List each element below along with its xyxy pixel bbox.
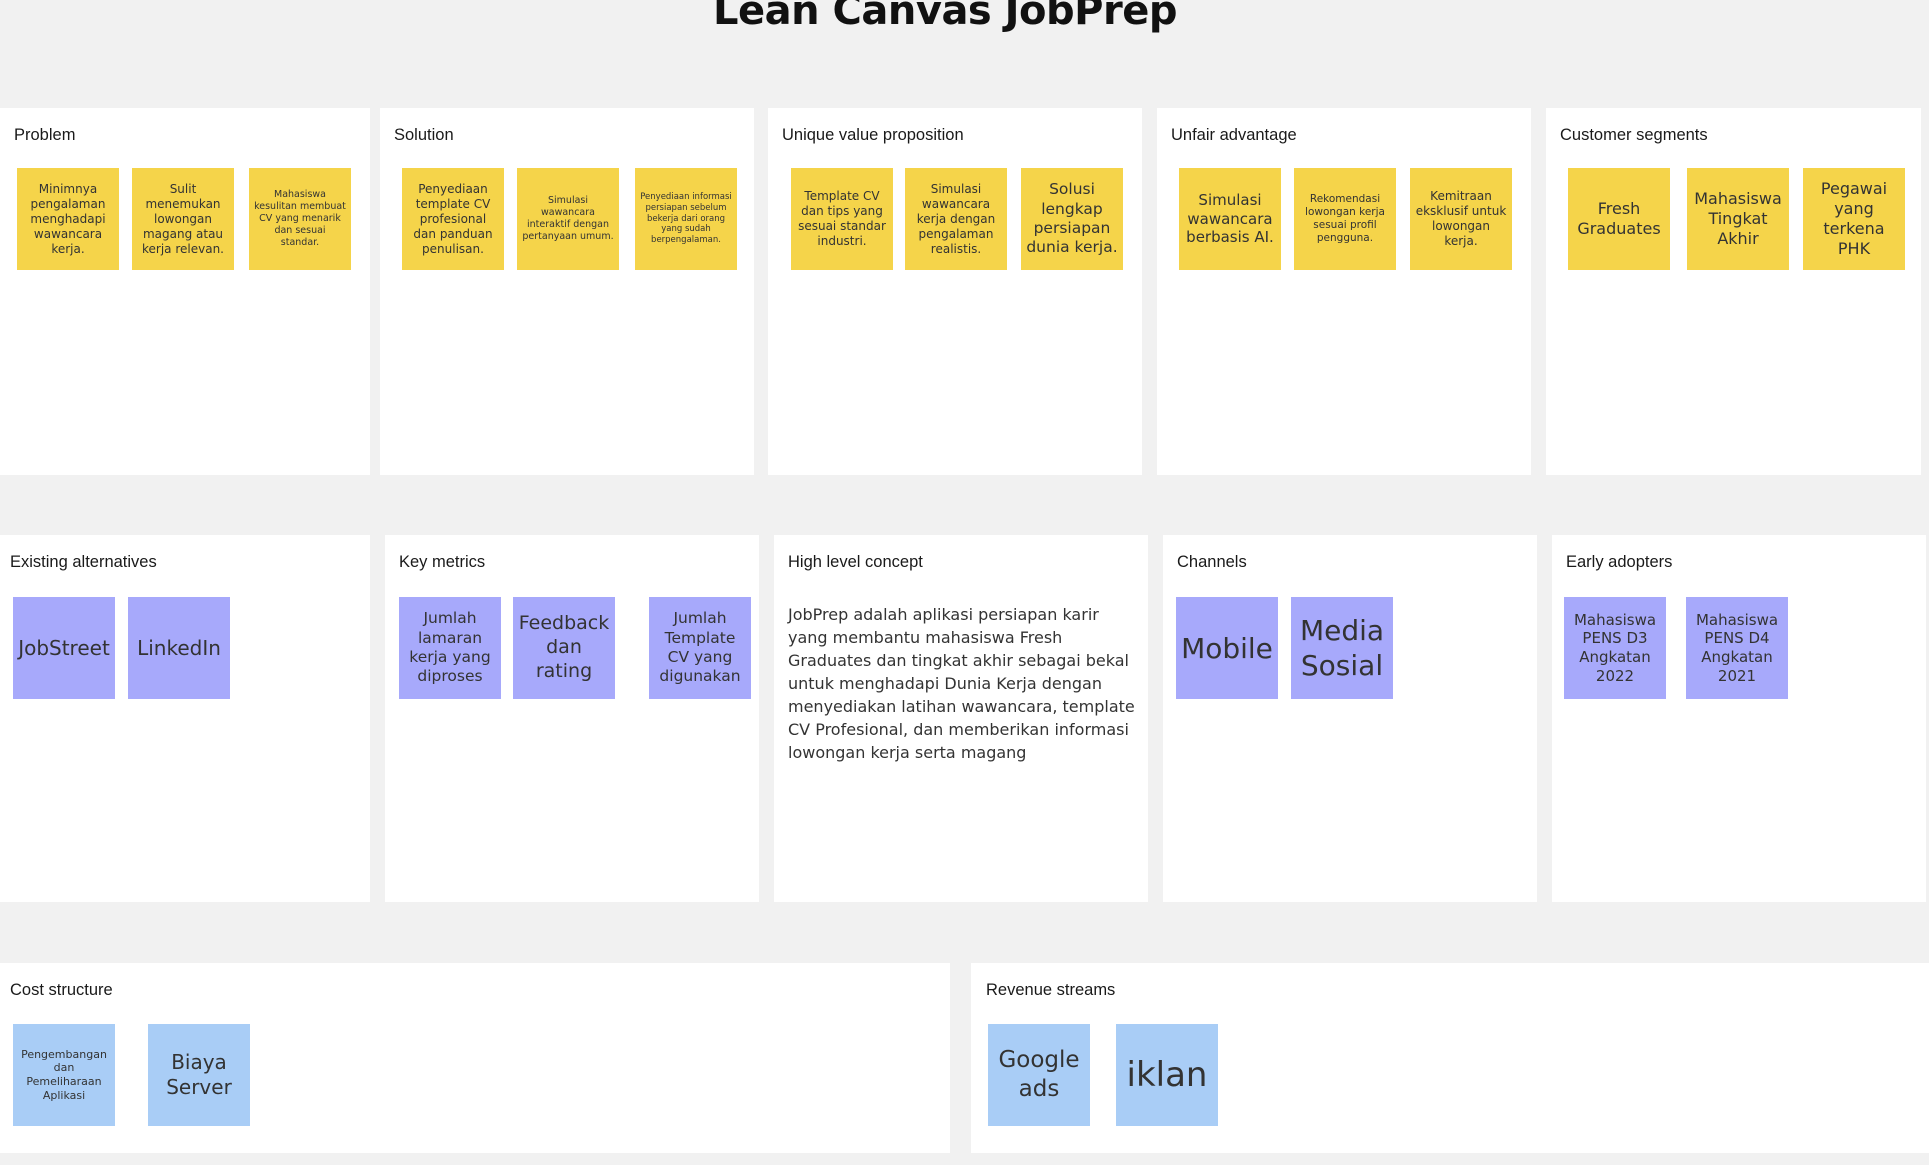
panel-early-adopters[interactable]: Early adopters Mahasiswa PENS D3 Angkata…: [1552, 535, 1926, 902]
panel-unique-value-proposition[interactable]: Unique value proposition Template CV dan…: [768, 108, 1142, 475]
sticky-note[interactable]: Google ads: [988, 1024, 1090, 1126]
sticky-note[interactable]: Pegawai yang terkena PHK: [1803, 168, 1905, 270]
panel-label: Key metrics: [399, 553, 486, 571]
sticky-note[interactable]: Feedback dan rating: [513, 597, 615, 699]
sticky-note[interactable]: Mahasiswa Tingkat Akhir: [1687, 168, 1789, 270]
sticky-note[interactable]: Jumlah Template CV yang digunakan: [649, 597, 751, 699]
panel-label: Problem: [14, 126, 76, 144]
sticky-note[interactable]: Minimnya pengalaman menghadapi wawancara…: [17, 168, 119, 270]
panel-customer-segments[interactable]: Customer segments Fresh Graduates Mahasi…: [1546, 108, 1921, 475]
sticky-note[interactable]: Mahasiswa PENS D4 Angkatan 2021: [1686, 597, 1788, 699]
sticky-note[interactable]: Jumlah lamaran kerja yang diproses: [399, 597, 501, 699]
panel-revenue-streams[interactable]: Revenue streams Google ads iklan: [971, 963, 1929, 1153]
panel-label: Early adopters: [1566, 553, 1673, 571]
sticky-note[interactable]: Penyediaan template CV profesional dan p…: [402, 168, 504, 270]
sticky-note[interactable]: Biaya Server: [148, 1024, 250, 1126]
panel-label: Revenue streams: [986, 981, 1116, 999]
sticky-note[interactable]: LinkedIn: [128, 597, 230, 699]
sticky-note[interactable]: Solusi lengkap persiapan dunia kerja.: [1021, 168, 1123, 270]
panel-cost-structure[interactable]: Cost structure Pengembangan dan Pemeliha…: [0, 963, 950, 1153]
sticky-note[interactable]: iklan: [1116, 1024, 1218, 1126]
panel-label: Solution: [394, 126, 454, 144]
panel-key-metrics[interactable]: Key metrics Jumlah lamaran kerja yang di…: [385, 535, 759, 902]
concept-text: JobPrep adalah aplikasi persiapan karir …: [788, 605, 1135, 762]
panel-label: Customer segments: [1560, 126, 1708, 144]
panel-existing-alternatives[interactable]: Existing alternatives JobStreet LinkedIn: [0, 535, 370, 902]
sticky-note[interactable]: Simulasi wawancara interaktif dengan per…: [517, 168, 619, 270]
panel-label: Existing alternatives: [10, 553, 157, 571]
sticky-note[interactable]: Rekomendasi lowongan kerja sesuai profil…: [1294, 168, 1396, 270]
panel-label: Unfair advantage: [1171, 126, 1297, 144]
sticky-note[interactable]: Simulasi wawancara kerja dengan pengalam…: [905, 168, 1007, 270]
sticky-note[interactable]: Sulit menemukan lowongan magang atau ker…: [132, 168, 234, 270]
panel-unfair-advantage[interactable]: Unfair advantage Simulasi wawancara berb…: [1157, 108, 1531, 475]
panel-solution[interactable]: Solution Penyediaan template CV profesio…: [380, 108, 754, 475]
sticky-note[interactable]: Kemitraan eksklusif untuk lowongan kerja…: [1410, 168, 1512, 270]
sticky-note[interactable]: Penyediaan informasi persiapan sebelum b…: [635, 168, 737, 270]
sticky-note[interactable]: Media Sosial: [1291, 597, 1393, 699]
panel-label: High level concept: [788, 553, 923, 571]
sticky-note[interactable]: Pengembangan dan Pemeliharaan Aplikasi: [13, 1024, 115, 1126]
panel-problem[interactable]: Problem Minimnya pengalaman menghadapi w…: [0, 108, 370, 475]
sticky-note[interactable]: Template CV dan tips yang sesuai standar…: [791, 168, 893, 270]
sticky-note[interactable]: Mahasiswa PENS D3 Angkatan 2022: [1564, 597, 1666, 699]
panel-high-level-concept[interactable]: High level concept JobPrep adalah aplika…: [774, 535, 1148, 902]
sticky-note[interactable]: JobStreet: [13, 597, 115, 699]
sticky-note[interactable]: Mahasiswa kesulitan membuat CV yang mena…: [249, 168, 351, 270]
sticky-note[interactable]: Mobile: [1176, 597, 1278, 699]
panel-channels[interactable]: Channels Mobile Media Sosial: [1163, 535, 1537, 902]
panel-label: Unique value proposition: [782, 126, 964, 144]
board-title: Lean Canvas JobPrep: [713, 0, 1177, 34]
sticky-note[interactable]: Simulasi wawancara berbasis AI.: [1179, 168, 1281, 270]
panel-label: Channels: [1177, 553, 1247, 571]
panel-label: Cost structure: [10, 981, 113, 999]
sticky-note[interactable]: Fresh Graduates: [1568, 168, 1670, 270]
